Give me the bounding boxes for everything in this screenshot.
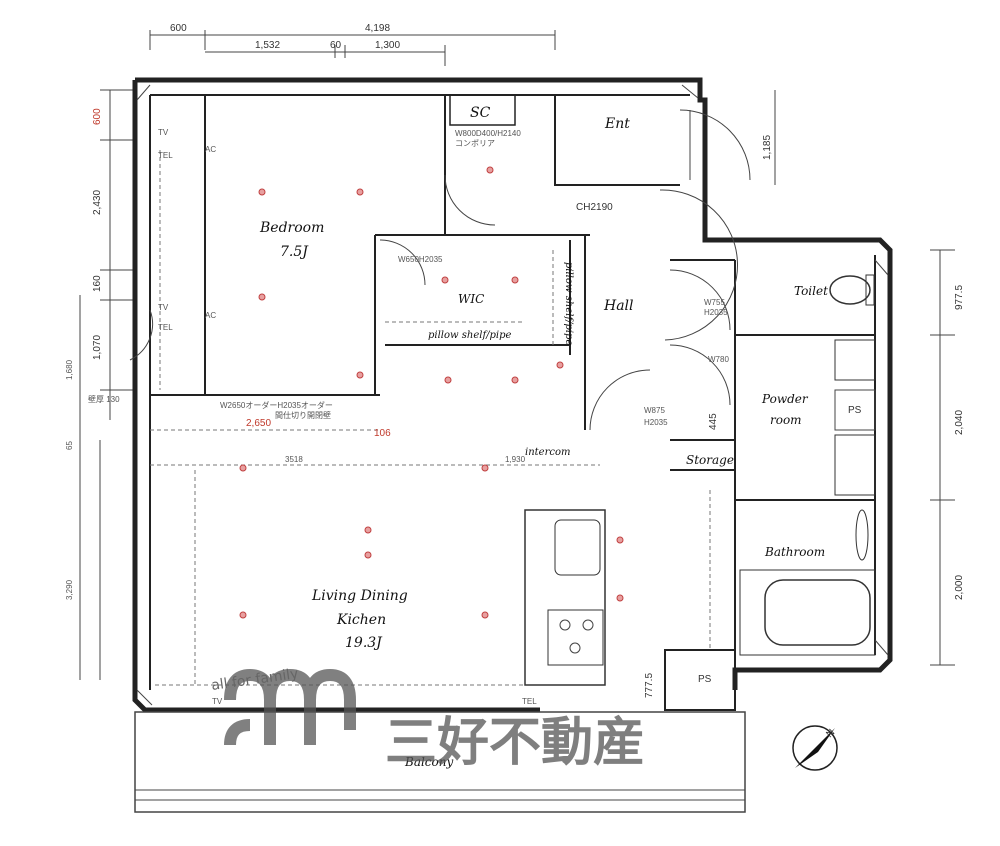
label-w2650: W2650オーダーH2035オーダー bbox=[220, 400, 333, 410]
dim-partition-w: 2,650 bbox=[246, 418, 271, 429]
misc-labels: pillow shelf/pipe pillow shelf/pipe inte… bbox=[158, 128, 862, 706]
label-h2035-a: H2035 bbox=[704, 308, 728, 317]
label-partition-note: 間仕切り開閉壁 bbox=[275, 410, 331, 420]
dim-partition-small: 106 bbox=[374, 428, 391, 439]
dim-mid-width: 3518 bbox=[285, 455, 303, 464]
room-ldk-2: Kichen bbox=[336, 612, 386, 628]
label-sc-note: コンポリア bbox=[455, 139, 495, 148]
top-dimensions: 600 4,198 1,532 60 1,300 bbox=[149, 23, 556, 66]
label-tel-2: TEL bbox=[158, 323, 173, 332]
balcony-area: Balcony bbox=[134, 711, 746, 813]
right-dimensions: 1,185 977.5 2,040 2,000 bbox=[762, 90, 965, 666]
label-tel-3: TEL bbox=[522, 697, 537, 706]
label-w755: W755 bbox=[704, 298, 725, 307]
ceiling-lights bbox=[239, 166, 624, 619]
label-pillow-shelf: pillow shelf/pipe bbox=[428, 330, 512, 341]
dim-mid-right: 1,930 bbox=[505, 455, 526, 464]
room-sc: SC bbox=[470, 105, 491, 121]
label-intercom: intercom bbox=[525, 447, 570, 458]
brand-watermark: all for family 三好不動産 bbox=[210, 666, 645, 773]
room-hall: Hall bbox=[603, 298, 634, 314]
room-ent: Ent bbox=[604, 116, 630, 132]
label-ac-2: AC bbox=[205, 311, 216, 320]
fixtures bbox=[385, 250, 876, 686]
label-ceiling-height: CH2190 bbox=[576, 202, 613, 213]
room-balcony: Balcony bbox=[404, 755, 453, 769]
room-bathroom: Bathroom bbox=[764, 545, 825, 559]
label-ps-2: PS bbox=[848, 405, 862, 416]
outer-walls bbox=[132, 77, 893, 713]
compass-icon: N bbox=[792, 725, 838, 771]
label-tv-3: TV bbox=[212, 697, 223, 706]
room-toilet: Toilet bbox=[794, 284, 828, 298]
dim-top-c: 1,300 bbox=[375, 40, 400, 51]
dim-left-b: 2,430 bbox=[92, 190, 103, 215]
label-w875: W875 bbox=[644, 406, 665, 415]
room-powder-2: room bbox=[770, 413, 802, 427]
label-h2035-b: H2035 bbox=[644, 418, 668, 427]
label-tv-2: TV bbox=[158, 303, 169, 312]
dim-right-a: 1,185 bbox=[762, 135, 773, 160]
room-bedroom-size: 7.5J bbox=[280, 244, 309, 260]
label-ps-1: PS bbox=[698, 674, 712, 685]
dim-left-f: 65 bbox=[65, 441, 74, 450]
dim-left-e: 1,680 bbox=[65, 359, 74, 380]
dim-left-d: 1,070 bbox=[92, 335, 103, 360]
dim-top-a: 1,532 bbox=[255, 40, 280, 51]
brand-name: 三好不動産 bbox=[385, 713, 645, 773]
label-tel-1: TEL bbox=[158, 151, 173, 160]
label-tv-1: TV bbox=[158, 128, 169, 137]
room-labels: Bedroom 7.5J WIC SC Ent Hall Toilet Powd… bbox=[259, 105, 828, 651]
room-ldk: Living Dining bbox=[311, 588, 408, 604]
label-ac-1: AC bbox=[205, 145, 216, 154]
dim-right-d: 2,000 bbox=[954, 575, 965, 600]
dim-left-g: 3,290 bbox=[65, 579, 74, 600]
room-bedroom: Bedroom bbox=[259, 220, 324, 236]
dim-ps-depth: 777.5 bbox=[644, 673, 655, 698]
interior-walls bbox=[150, 94, 876, 711]
room-storage: Storage bbox=[686, 453, 734, 467]
dim-left-c: 160 bbox=[92, 275, 103, 292]
label-w780: W780 bbox=[708, 355, 729, 364]
room-wic: WIC bbox=[458, 292, 484, 306]
door-swings bbox=[129, 109, 751, 431]
dim-door-445: 445 bbox=[708, 413, 719, 430]
label-pillow-shelf-v: pillow shelf/pipe bbox=[563, 262, 574, 346]
left-dimensions: 600 2,430 160 1,070 1,680 65 3,290 壁厚 13… bbox=[65, 89, 135, 680]
label-sc-door: W800D400/H2140 bbox=[455, 129, 521, 138]
dim-top-outer: 4,198 bbox=[365, 23, 390, 34]
dim-top-b: 60 bbox=[330, 40, 342, 51]
wall-note: 壁厚 130 bbox=[88, 394, 120, 404]
room-ldk-size: 19.3J bbox=[345, 635, 383, 651]
dim-right-b: 977.5 bbox=[954, 285, 965, 310]
dim-right-c: 2,040 bbox=[954, 410, 965, 435]
label-w650: W650H2035 bbox=[398, 255, 443, 264]
dim-left-a: 600 bbox=[92, 108, 103, 125]
dim-top-left: 600 bbox=[170, 23, 187, 34]
brand-logo-icon bbox=[224, 668, 356, 746]
room-powder: Powder bbox=[761, 392, 809, 406]
